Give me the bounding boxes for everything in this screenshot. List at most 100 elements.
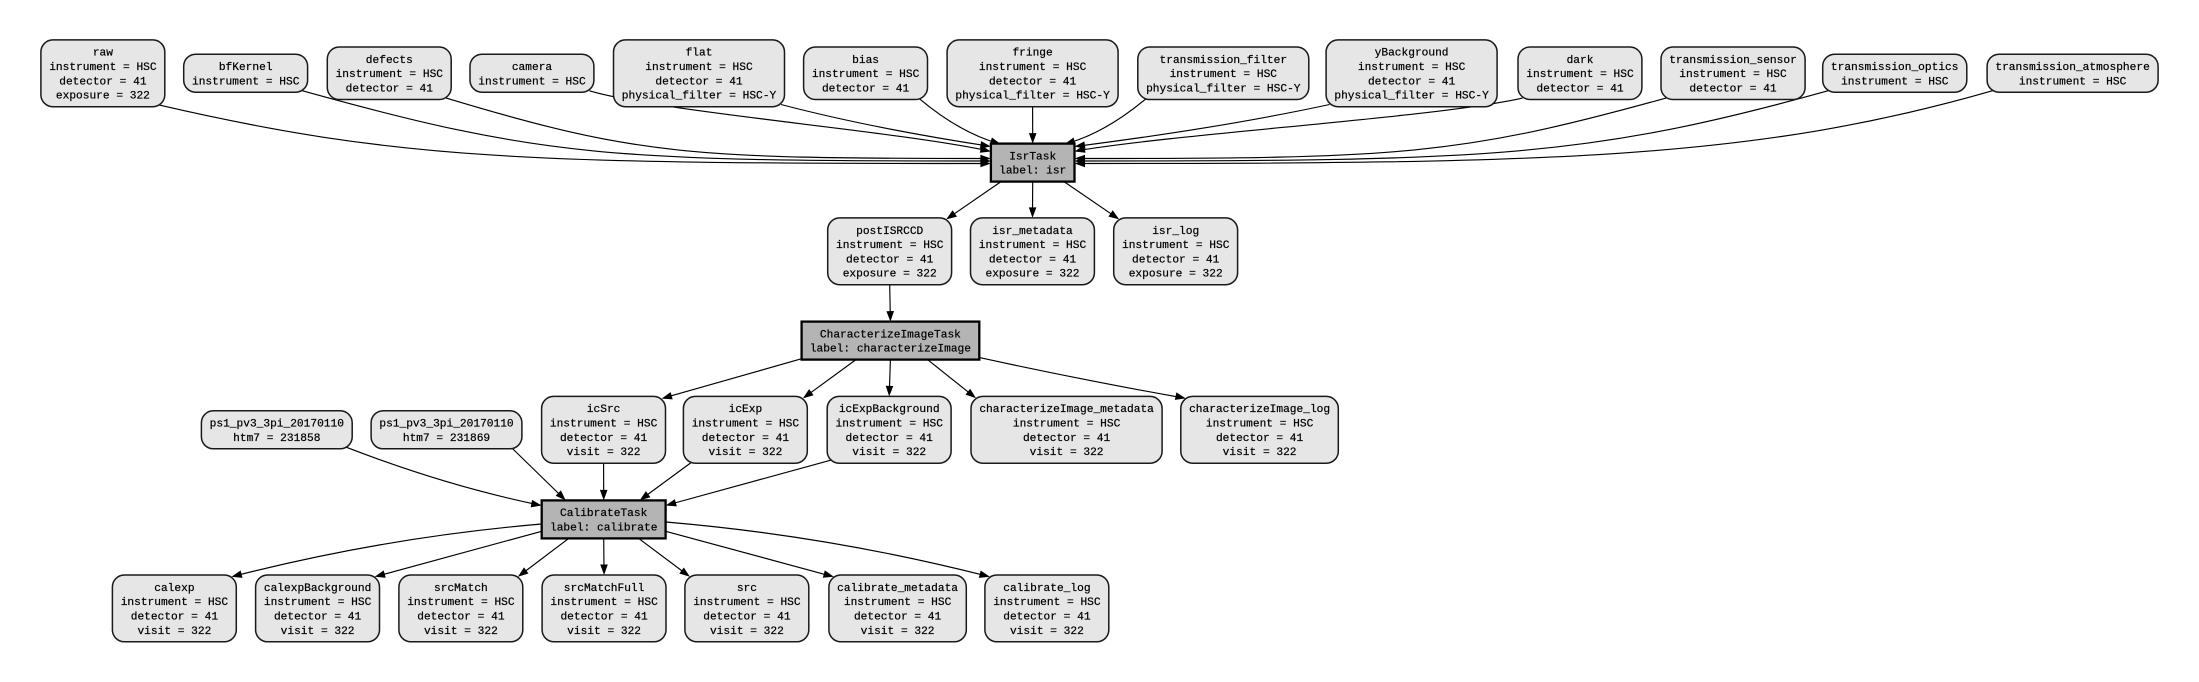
svg-text:characterizeImage_metadata: characterizeImage_metadata xyxy=(979,404,1154,416)
svg-text:instrument = HSC: instrument = HSC xyxy=(1013,419,1121,431)
svg-text:detector = 41: detector = 41 xyxy=(1132,254,1220,266)
svg-text:visit = 322: visit = 322 xyxy=(708,447,782,459)
svg-text:instrument = HSC: instrument = HSC xyxy=(692,419,800,431)
svg-text:instrument = HSC: instrument = HSC xyxy=(49,62,157,74)
svg-text:detector = 41: detector = 41 xyxy=(274,611,362,623)
svg-text:icExp: icExp xyxy=(729,404,763,416)
svg-text:label: characterizeImage: label: characterizeImage xyxy=(810,344,971,356)
svg-text:label: isr: label: isr xyxy=(999,166,1066,178)
svg-text:detector = 41: detector = 41 xyxy=(1536,84,1624,96)
svg-text:physical_filter = HSC-Y: physical_filter = HSC-Y xyxy=(622,91,777,103)
svg-text:instrument = HSC: instrument = HSC xyxy=(550,419,658,431)
svg-text:instrument = HSC: instrument = HSC xyxy=(1122,240,1230,252)
svg-text:exposure = 322: exposure = 322 xyxy=(1129,269,1223,281)
svg-text:detector = 41: detector = 41 xyxy=(655,76,743,88)
svg-text:src: src xyxy=(737,583,757,595)
svg-text:calexp: calexp xyxy=(154,583,194,595)
svg-text:fringe: fringe xyxy=(1012,48,1052,60)
svg-text:instrument = HSC: instrument = HSC xyxy=(979,240,1087,252)
svg-text:instrument = HSC: instrument = HSC xyxy=(1841,76,1949,88)
svg-text:detector = 41: detector = 41 xyxy=(131,611,219,623)
svg-text:IsrTask: IsrTask xyxy=(1009,151,1056,163)
svg-text:icExpBackground: icExpBackground xyxy=(839,404,940,416)
svg-text:visit = 322: visit = 322 xyxy=(1010,626,1084,638)
svg-text:yBackground: yBackground xyxy=(1375,48,1449,60)
svg-text:detector = 41: detector = 41 xyxy=(59,76,147,88)
svg-text:detector = 41: detector = 41 xyxy=(1689,84,1777,96)
svg-text:visit = 322: visit = 322 xyxy=(861,626,935,638)
svg-text:instrument = HSC: instrument = HSC xyxy=(336,69,444,81)
svg-text:label: calibrate: label: calibrate xyxy=(550,522,657,534)
svg-text:visit = 322: visit = 322 xyxy=(281,626,355,638)
svg-text:raw: raw xyxy=(93,48,113,60)
svg-text:dark: dark xyxy=(1567,55,1594,67)
svg-text:detector = 41: detector = 41 xyxy=(560,433,648,445)
svg-text:detector = 41: detector = 41 xyxy=(560,611,648,623)
svg-text:detector = 41: detector = 41 xyxy=(989,76,1077,88)
svg-text:instrument = HSC: instrument = HSC xyxy=(844,597,952,609)
svg-text:instrument = HSC: instrument = HSC xyxy=(979,62,1087,74)
svg-text:instrument = HSC: instrument = HSC xyxy=(550,597,658,609)
svg-text:instrument = HSC: instrument = HSC xyxy=(1170,69,1278,81)
svg-text:instrument = HSC: instrument = HSC xyxy=(836,240,944,252)
svg-text:detector = 41: detector = 41 xyxy=(703,611,791,623)
svg-text:srcMatch: srcMatch xyxy=(434,583,488,595)
svg-text:detector = 41: detector = 41 xyxy=(846,254,934,266)
svg-text:visit = 322: visit = 322 xyxy=(1030,447,1104,459)
svg-text:transmission_optics: transmission_optics xyxy=(1831,62,1959,74)
svg-text:visit = 322: visit = 322 xyxy=(567,447,641,459)
svg-text:ps1_pv3_3pi_20170110: ps1_pv3_3pi_20170110 xyxy=(210,419,345,431)
svg-text:instrument = HSC: instrument = HSC xyxy=(121,597,229,609)
svg-text:isr_metadata: isr_metadata xyxy=(992,226,1073,238)
svg-text:detector = 41: detector = 41 xyxy=(854,611,942,623)
svg-text:postISRCCD: postISRCCD xyxy=(856,226,923,238)
svg-text:instrument = HSC: instrument = HSC xyxy=(1526,69,1634,81)
svg-text:detector = 41: detector = 41 xyxy=(1368,76,1456,88)
svg-text:instrument = HSC: instrument = HSC xyxy=(2019,76,2127,88)
svg-text:camera: camera xyxy=(512,62,553,74)
svg-text:physical_filter = HSC-Y: physical_filter = HSC-Y xyxy=(955,91,1110,103)
svg-text:bias: bias xyxy=(852,55,879,67)
svg-text:detector = 41: detector = 41 xyxy=(702,433,790,445)
svg-text:detector = 41: detector = 41 xyxy=(1003,611,1091,623)
svg-text:instrument = HSC: instrument = HSC xyxy=(192,76,300,88)
svg-text:instrument = HSC: instrument = HSC xyxy=(1679,69,1787,81)
svg-text:calibrate_log: calibrate_log xyxy=(1003,583,1090,595)
svg-text:exposure = 322: exposure = 322 xyxy=(843,269,937,281)
svg-text:transmission_sensor: transmission_sensor xyxy=(1669,55,1797,67)
svg-text:detector = 41: detector = 41 xyxy=(989,254,1077,266)
svg-text:instrument = HSC: instrument = HSC xyxy=(993,597,1101,609)
svg-text:physical_filter = HSC-Y: physical_filter = HSC-Y xyxy=(1146,84,1301,96)
svg-text:exposure = 322: exposure = 322 xyxy=(986,269,1080,281)
svg-text:htm7 = 231858: htm7 = 231858 xyxy=(233,433,320,445)
svg-text:htm7 = 231869: htm7 = 231869 xyxy=(403,433,490,445)
svg-text:physical_filter = HSC-Y: physical_filter = HSC-Y xyxy=(1334,91,1489,103)
svg-text:ps1_pv3_3pi_20170110: ps1_pv3_3pi_20170110 xyxy=(379,419,514,431)
svg-text:CharacterizeImageTask: CharacterizeImageTask xyxy=(820,329,961,341)
svg-text:detector = 41: detector = 41 xyxy=(822,84,910,96)
svg-text:bfKernel: bfKernel xyxy=(219,62,273,74)
svg-text:icSrc: icSrc xyxy=(587,404,621,416)
svg-text:detector = 41: detector = 41 xyxy=(1023,433,1111,445)
svg-text:instrument = HSC: instrument = HSC xyxy=(812,69,920,81)
svg-text:detector = 41: detector = 41 xyxy=(346,84,434,96)
svg-text:exposure = 322: exposure = 322 xyxy=(56,91,150,103)
svg-text:visit = 322: visit = 322 xyxy=(424,626,498,638)
svg-text:visit = 322: visit = 322 xyxy=(137,626,211,638)
svg-text:isr_log: isr_log xyxy=(1152,226,1199,238)
svg-text:visit = 322: visit = 322 xyxy=(1223,447,1297,459)
svg-text:instrument = HSC: instrument = HSC xyxy=(1358,62,1466,74)
svg-text:visit = 322: visit = 322 xyxy=(710,626,784,638)
svg-text:visit = 322: visit = 322 xyxy=(852,447,926,459)
svg-text:calexpBackground: calexpBackground xyxy=(264,583,371,595)
svg-text:instrument = HSC: instrument = HSC xyxy=(835,419,943,431)
svg-text:instrument = HSC: instrument = HSC xyxy=(478,76,586,88)
svg-text:CalibrateTask: CalibrateTask xyxy=(560,508,648,520)
svg-text:detector = 41: detector = 41 xyxy=(1216,433,1304,445)
svg-text:flat: flat xyxy=(686,48,713,60)
svg-text:defects: defects xyxy=(366,55,413,67)
svg-text:calibrate_metadata: calibrate_metadata xyxy=(837,583,958,595)
svg-text:srcMatchFull: srcMatchFull xyxy=(564,583,645,595)
svg-text:instrument = HSC: instrument = HSC xyxy=(645,62,753,74)
svg-text:characterizeImage_log: characterizeImage_log xyxy=(1189,404,1330,416)
